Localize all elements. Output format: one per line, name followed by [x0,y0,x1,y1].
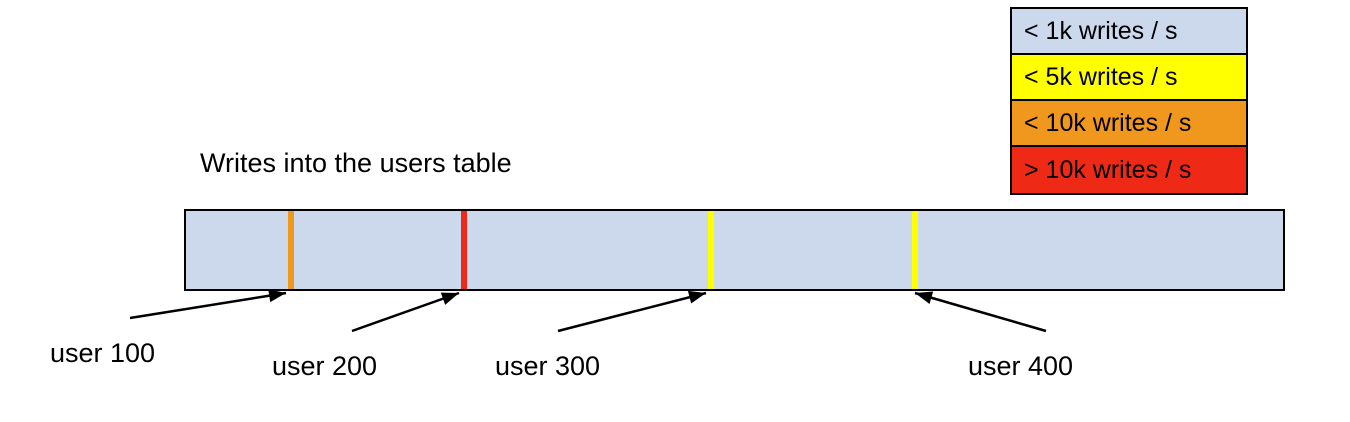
users-table-bar[interactable] [184,209,1285,291]
callout-label-user-100: user 100 [50,338,156,368]
hot-row-stripe-user-100[interactable] [288,211,294,289]
callout-label-user-400: user 400 [968,351,1074,381]
callout-arrow-shaft [129,291,287,320]
hot-row-stripe-user-200[interactable] [461,211,467,289]
callout-arrow-shaft [351,291,460,333]
legend-item-label: < 5k writes / s [1024,62,1178,91]
legend-item-label: < 1k writes / s [1024,16,1178,45]
legend-row-lt-1k[interactable]: < 1k writes / s [1012,9,1246,55]
write-rate-legend: < 1k writes / s < 5k writes / s < 10k writ… [1010,7,1248,195]
callout-arrow-head [915,291,934,304]
hot-row-stripe-user-300[interactable] [708,211,714,289]
hot-row-stripe-user-400[interactable] [912,211,918,289]
callout-arrow-shaft [914,291,1047,333]
callout-label-user-300: user 300 [495,351,601,381]
legend-row-lt-5k[interactable]: < 5k writes / s [1012,55,1246,101]
legend-item-label: < 10k writes / s [1024,108,1192,137]
callout-arrow-head [268,289,286,303]
legend-item-label: > 10k writes / s [1024,155,1192,184]
callout-arrow-head [687,290,706,304]
legend-row-lt-10k[interactable]: < 10k writes / s [1012,101,1246,147]
callout-arrow-shaft [557,291,707,333]
callout-arrow-head [440,292,459,305]
callout-label-user-200: user 200 [272,351,378,381]
page-title: Writes into the users table [200,148,512,178]
legend-row-gt-10k[interactable]: > 10k writes / s [1012,147,1246,193]
